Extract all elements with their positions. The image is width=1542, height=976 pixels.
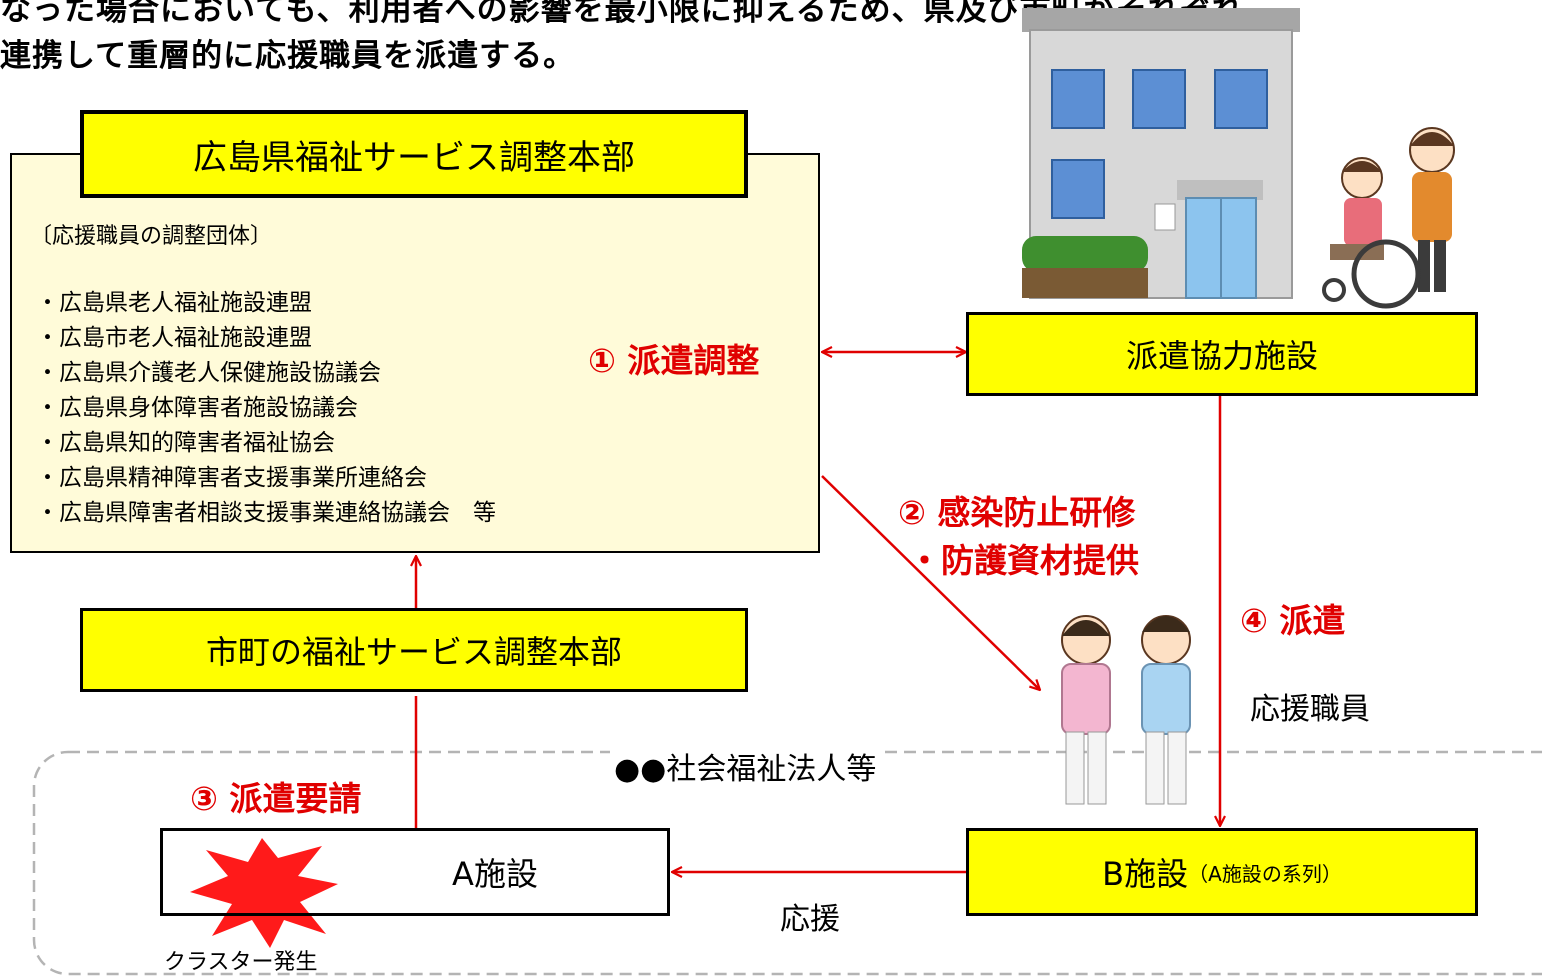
cluster-outbreak-icon (190, 838, 338, 948)
step-4-label: ④ 派遣 (1240, 601, 1346, 640)
wheelchair-caregiver-icon (1322, 127, 1455, 309)
care-facility-building-icon (1022, 8, 1300, 299)
list-item: ・広島県介護老人保健施設協議会 (36, 360, 381, 386)
list-item: ・広島県身体障害者施設協議会 (36, 395, 358, 421)
facility-b-label: B施設 (1102, 855, 1189, 893)
support-label: 応援 (780, 902, 840, 937)
header-line-2: 連携して重層的に応援職員を派遣する。 (0, 38, 576, 74)
arrow-step2 (821, 475, 1040, 690)
list-item: ・広島県老人福祉施設連盟 (36, 290, 312, 316)
cluster-note: クラスター発生 (164, 950, 318, 975)
support-staff-label: 応援職員 (1250, 692, 1370, 727)
facility-a-label: A施設 (452, 855, 538, 893)
list-item: ・広島県精神障害者支援事業所連絡会 (36, 465, 427, 491)
step-2-label-line1: ② 感染防止研修 (898, 493, 1136, 532)
group-area-border (32, 750, 1542, 976)
coordinating-groups-label: 〔応援職員の調整団体〕 (30, 224, 273, 249)
pref-hq-title: 広島県福祉サービス調整本部 (80, 110, 748, 198)
city-hq-box: 市町の福祉サービス調整本部 (80, 608, 748, 692)
coordinating-groups-list: ・広島県老人福祉施設連盟 ・広島市老人福祉施設連盟 ・広島県介護老人保健施設協議… (36, 286, 496, 531)
list-item: ・広島県知的障害者福祉協会 (36, 430, 335, 456)
step-2-label-line2: ・防護資材提供 (908, 541, 1139, 580)
group-area-label: ●●社会福祉法人等 (610, 744, 881, 788)
list-item: ・広島市老人福祉施設連盟 (36, 325, 312, 351)
step-1-label: ① 派遣調整 (588, 341, 760, 380)
dispatch-facility-box: 派遣協力施設 (966, 312, 1478, 396)
facility-b-box: B施設 （A施設の系列） (966, 828, 1478, 916)
facility-b-subtitle: （A施設の系列） (1188, 861, 1342, 886)
step-3-label: ③ 派遣要請 (190, 779, 362, 818)
list-item: ・広島県障害者相談支援事業連絡協議会 等 (36, 500, 496, 526)
facility-a-box: A施設 (160, 828, 670, 916)
support-staff-icon (1061, 615, 1191, 805)
pref-hq-panel (10, 153, 820, 553)
